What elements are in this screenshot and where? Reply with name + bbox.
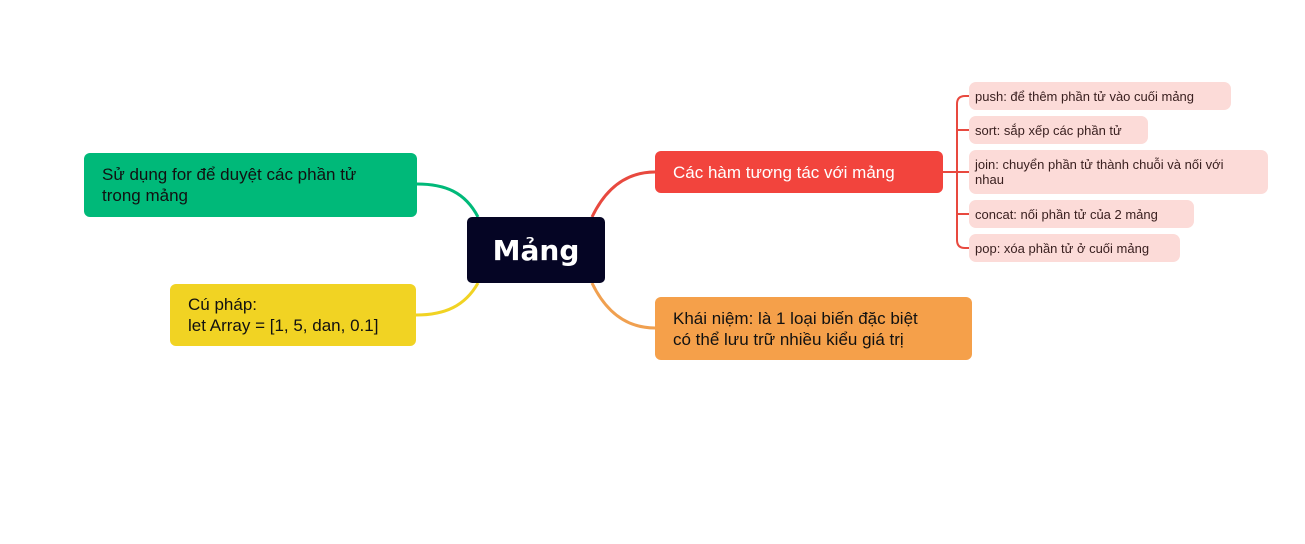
central-topic[interactable]: Mảng (467, 217, 605, 283)
sub-connector-5 (956, 239, 969, 249)
connector-yellow (415, 282, 480, 317)
connector-red (590, 170, 656, 218)
subtopic-concat[interactable]: concat: nối phần tử của 2 mảng (969, 200, 1194, 228)
branch-for-loop[interactable]: Sử dụng for để duyệt các phần tử trong m… (84, 153, 417, 217)
branch-for-loop-label: Sử dụng for để duyệt các phần tử trong m… (102, 165, 357, 205)
subtopic-pop[interactable]: pop: xóa phần tử ở cuối mảng (969, 234, 1180, 262)
subtopic-connectors (943, 95, 969, 249)
subtopic-concat-label: concat: nối phần tử của 2 mảng (975, 206, 1158, 222)
connector-green (416, 182, 480, 218)
branch-syntax-label: Cú pháp: let Array = [1, 5, dan, 0.1] (188, 295, 379, 335)
sub-connector-1 (956, 95, 969, 105)
branch-array-functions-label: Các hàm tương tác với mảng (673, 162, 895, 182)
branch-concept[interactable]: Khái niệm: là 1 loại biến đặc biệt có th… (655, 297, 972, 360)
subtopic-sort[interactable]: sort: sắp xếp các phần tử (969, 116, 1148, 144)
subtopic-join[interactable]: join: chuyển phần tử thành chuỗi và nối … (969, 150, 1268, 194)
connector-orange (590, 282, 656, 330)
subtopic-push-label: push: để thêm phần tử vào cuối mảng (975, 88, 1195, 104)
subtopic-pop-label: pop: xóa phần tử ở cuối mảng (975, 240, 1150, 256)
subtopic-sort-label: sort: sắp xếp các phần tử (975, 122, 1122, 138)
branch-array-functions[interactable]: Các hàm tương tác với mảng (655, 151, 943, 193)
subtopic-push[interactable]: push: để thêm phần tử vào cuối mảng (969, 82, 1231, 110)
branch-concept-label: Khái niệm: là 1 loại biến đặc biệt có th… (673, 308, 918, 349)
branch-syntax[interactable]: Cú pháp: let Array = [1, 5, dan, 0.1] (170, 284, 416, 346)
subtopic-join-label: join: chuyển phần tử thành chuỗi và nối … (975, 157, 1224, 187)
central-topic-label: Mảng (492, 233, 580, 267)
